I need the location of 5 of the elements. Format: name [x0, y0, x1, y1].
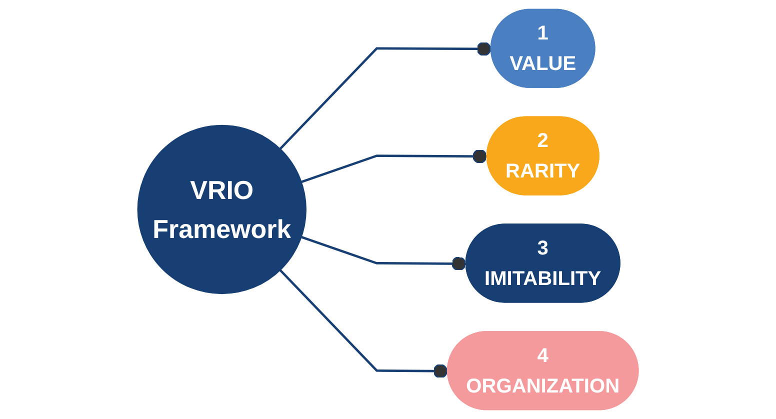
connector — [279, 269, 448, 378]
connector — [279, 42, 492, 150]
connector — [300, 236, 467, 271]
connector — [300, 149, 488, 184]
node-circle: VRIO Framework — [137, 124, 306, 294]
